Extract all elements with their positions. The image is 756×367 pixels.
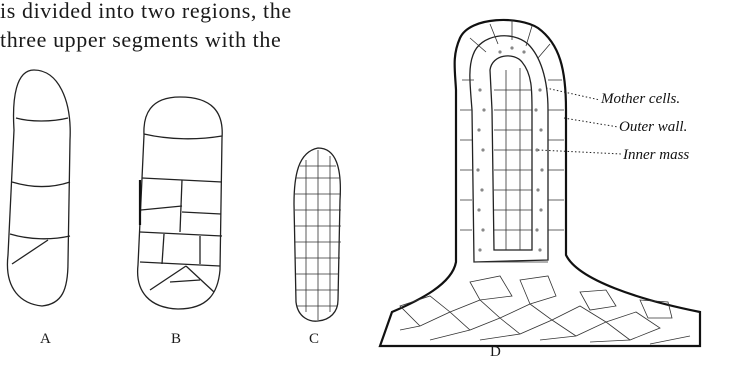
figure-a-drawing: [7, 70, 70, 306]
figure-d-drawing: [380, 20, 700, 346]
figure-b-drawing: [138, 97, 223, 309]
caption-c: C: [309, 331, 319, 348]
label-mother-cells: Mother cells.: [601, 91, 680, 108]
caption-d: D: [490, 344, 501, 361]
caption-b: B: [171, 331, 181, 348]
label-inner-mass: Inner mass: [623, 147, 689, 164]
figure-c-drawing: [294, 148, 341, 321]
caption-a: A: [40, 331, 51, 348]
label-outer-wall: Outer wall.: [619, 119, 687, 136]
